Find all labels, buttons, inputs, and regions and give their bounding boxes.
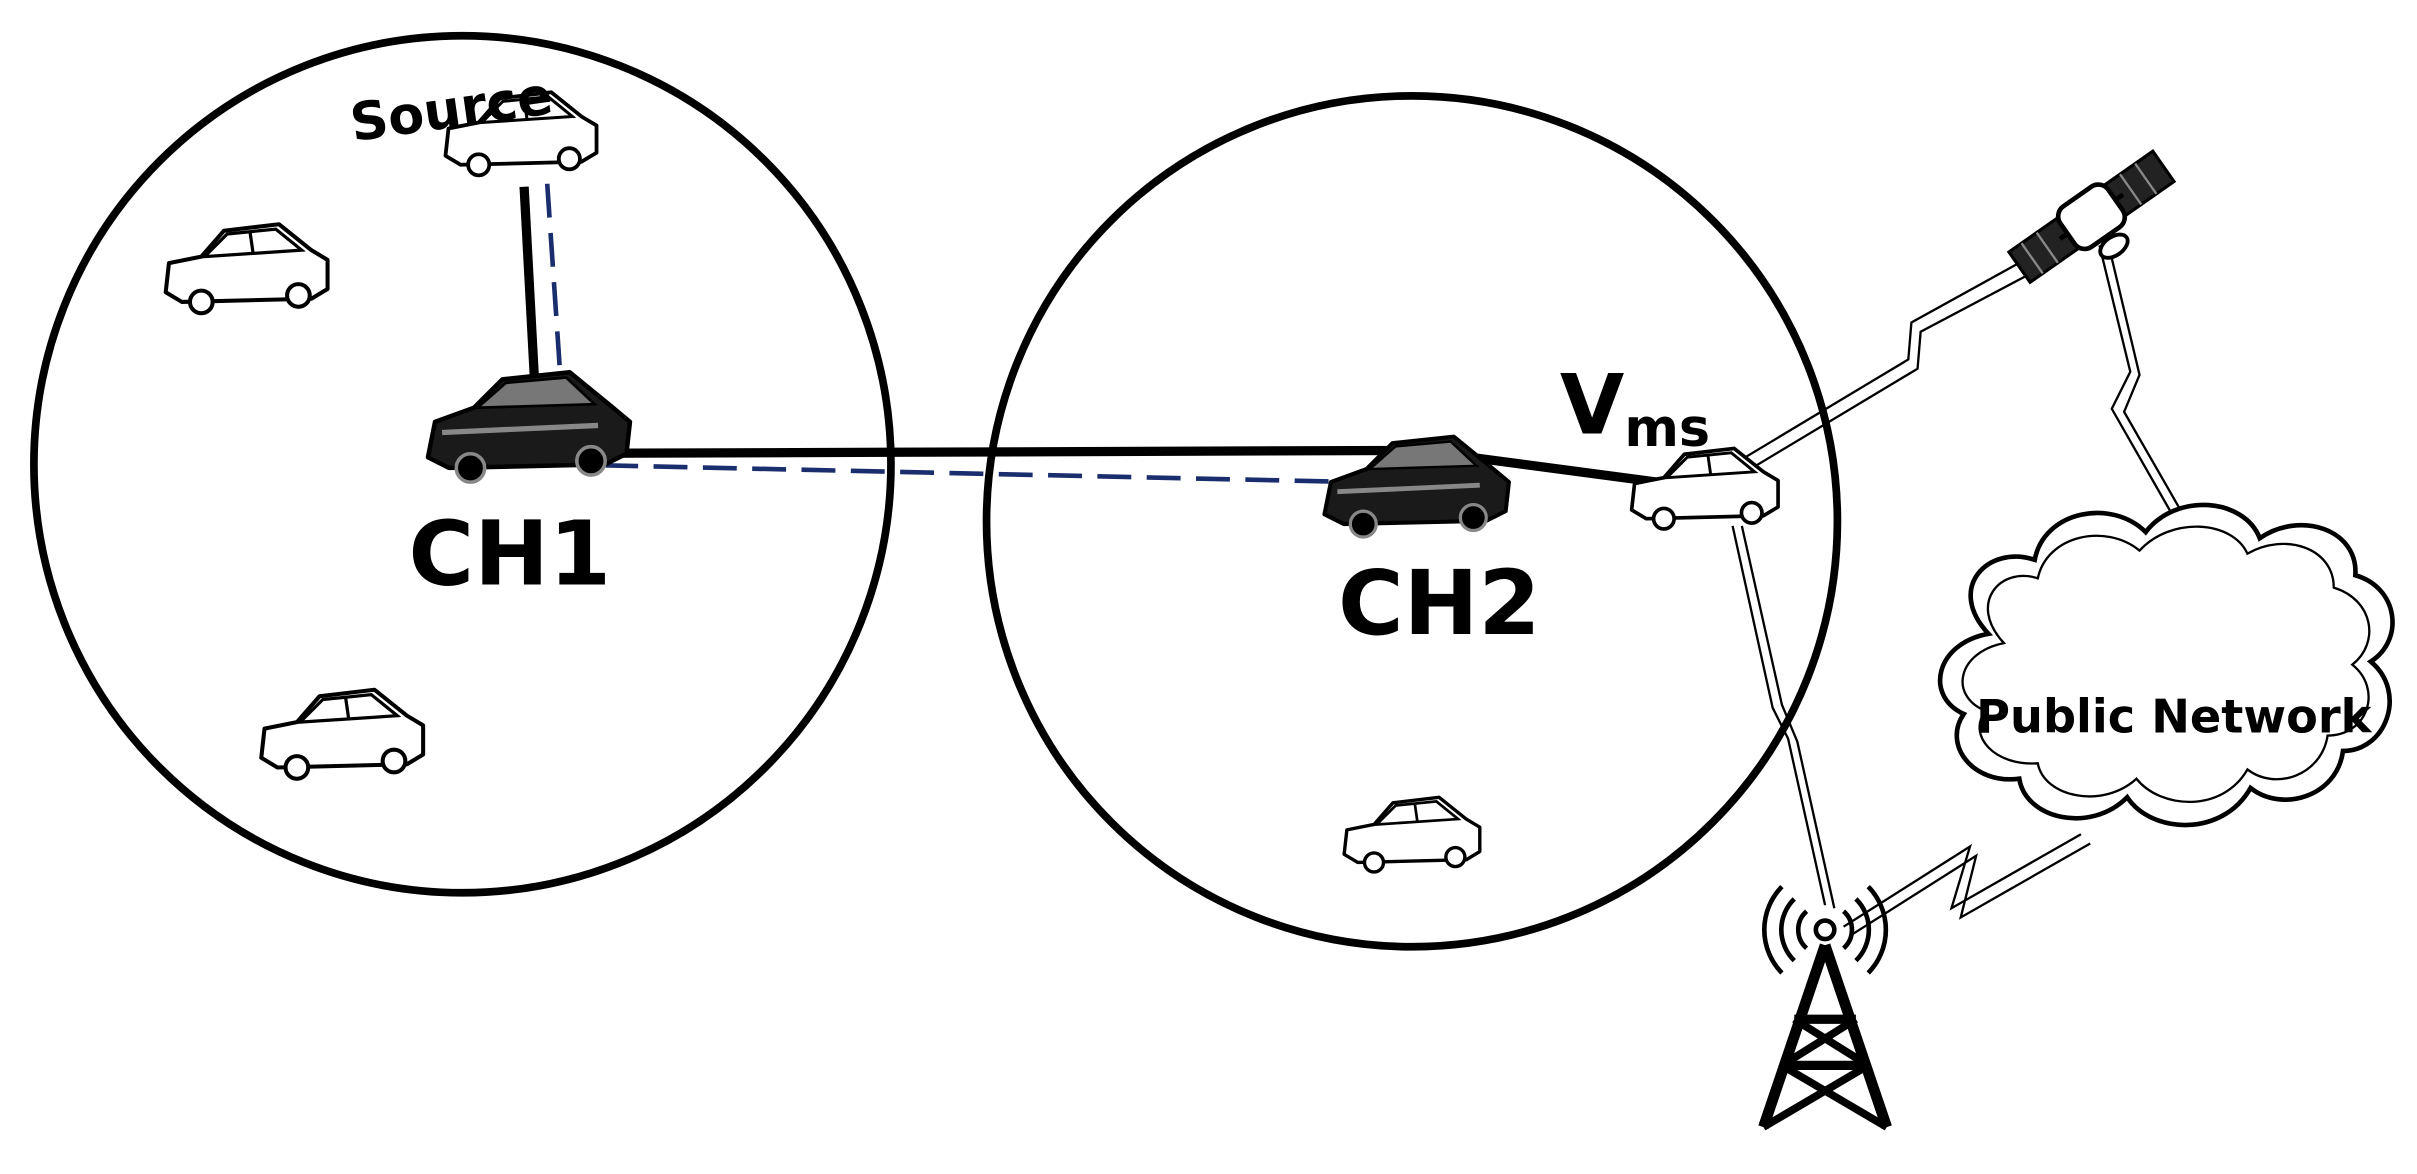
cluster-1-boundary [30,31,895,897]
member-car-icon [261,690,423,779]
wireless-link-tower-network-b [1849,842,2091,937]
vms-car-icon [1629,446,1780,531]
vms-label: Vms [1560,356,1710,458]
member-car-icon [1342,795,1482,874]
ch1-label: CH1 [408,502,611,606]
member-car-icon [166,224,328,313]
wireless-link-vms-satellite [1738,232,2074,463]
wireless-link-vms-tower [1731,525,1827,906]
ch1-car-icon [428,372,630,482]
public-network-label: Public Network [1976,689,2373,743]
public-network-cloud [1937,502,2395,828]
wireless-link-vms-satellite-b [1747,244,2085,472]
ch2-label: CH2 [1338,552,1541,656]
dashed-route-ch1-ch2 [554,461,1388,486]
vms-label-subscript: ms [1624,398,1710,459]
wireless-link-tower-network [1842,833,2082,928]
wireless-link-satellite-network [2098,245,2212,582]
cluster-2-boundary [982,92,1842,951]
satellite-icon [2006,149,2177,285]
wireless-link-vms-tower-b [1740,525,1836,909]
wireless-link-satellite-network-b [2107,245,2221,579]
link-source-ch1 [519,186,540,388]
vms-label-main: V [1560,356,1624,453]
cell-tower-icon [1758,885,1892,1131]
